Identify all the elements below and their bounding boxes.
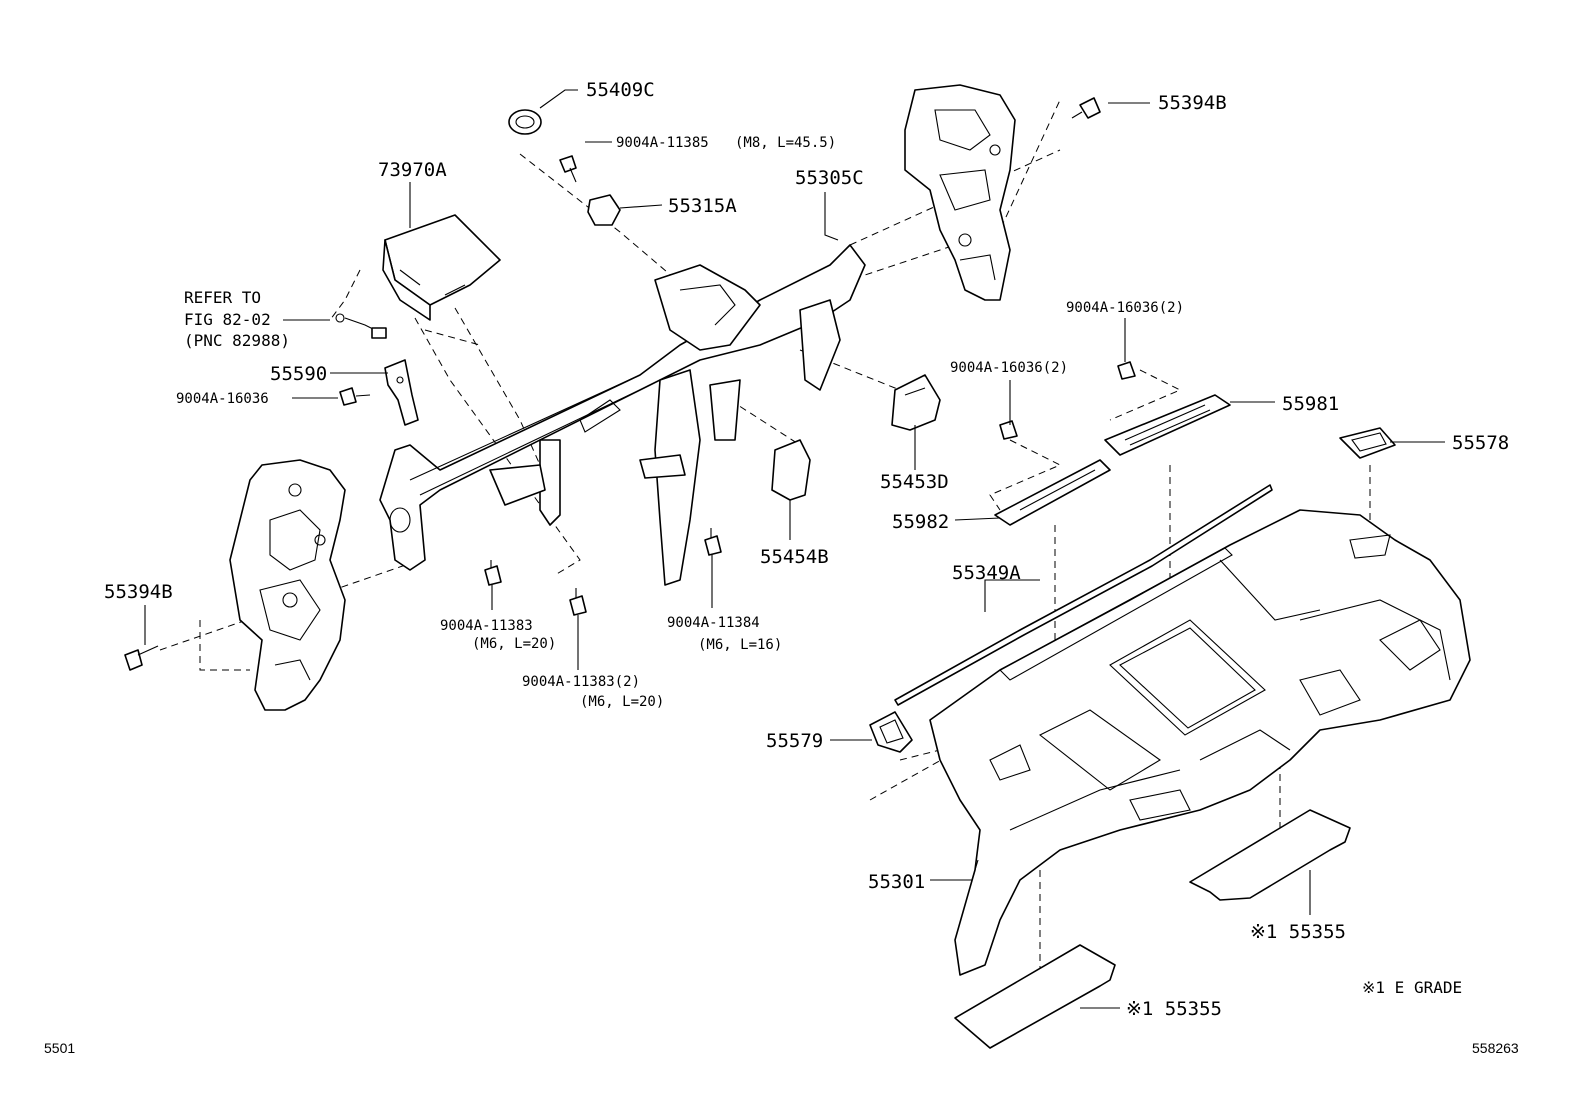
label-55409C: 55409C xyxy=(586,79,655,101)
label-55981: 55981 xyxy=(1282,393,1339,415)
label-55394B-top: 55394B xyxy=(1158,92,1227,114)
label-9004A-11383-2: 9004A-11383(2) xyxy=(522,674,640,690)
bracket-55590 xyxy=(384,359,419,426)
footer-right-code: 558263 xyxy=(1472,1040,1519,1056)
bolts xyxy=(124,97,1136,671)
bracket-55453D xyxy=(891,374,941,431)
label-55355-right: ※1 55355 xyxy=(1250,921,1346,943)
reference-line-2: FIG 82-02 xyxy=(184,310,271,329)
reference-line-3: (PNC 82988) xyxy=(184,331,290,350)
left-side-panel xyxy=(229,459,346,711)
grade-note: ※1 E GRADE xyxy=(1362,978,1462,997)
label-55982: 55982 xyxy=(892,511,949,533)
steering-support-beam xyxy=(379,244,866,586)
grommet-55409C xyxy=(508,109,542,135)
label-55355-bottom: ※1 55355 xyxy=(1126,998,1222,1020)
vent-55981 xyxy=(1104,394,1231,456)
right-side-panel xyxy=(904,84,1016,301)
moulding-55349A xyxy=(894,484,1273,706)
label-55315A: 55315A xyxy=(668,195,737,217)
label-9004A-16036-2-right: 9004A-16036(2) xyxy=(1066,300,1184,316)
bracket-55454B xyxy=(771,439,811,501)
label-73970A: 73970A xyxy=(378,159,447,181)
label-9004A-11384: 9004A-11384 xyxy=(667,615,760,631)
label-9004A-11385: 9004A-11385 xyxy=(616,135,709,151)
label-9004A-11383-spec: (M6, L=20) xyxy=(472,636,556,652)
insulator-bottom xyxy=(954,944,1116,1049)
airbag-assembly xyxy=(335,214,501,339)
clamp-55315A xyxy=(587,194,621,226)
label-55305C: 55305C xyxy=(795,167,864,189)
label-9004A-11385-spec: (M8, L=45.5) xyxy=(735,135,836,151)
label-55301: 55301 xyxy=(868,871,925,893)
reference-line-1: REFER TO xyxy=(184,288,261,307)
label-55578: 55578 xyxy=(1452,432,1509,454)
footer-left-code: 5501 xyxy=(44,1040,75,1056)
label-55349A: 55349A xyxy=(952,562,1021,584)
reference-note: REFER TO FIG 82-02 (PNC 82988) xyxy=(184,288,290,350)
vent-55982 xyxy=(994,459,1111,526)
label-9004A-11383-2-spec: (M6, L=20) xyxy=(580,694,664,710)
label-9004A-16036: 9004A-16036 xyxy=(176,391,269,407)
insulator-right xyxy=(1189,809,1351,901)
vent-55579 xyxy=(869,711,913,753)
label-9004A-11384-spec: (M6, L=16) xyxy=(698,637,782,653)
label-9004A-16036-2-mid: 9004A-16036(2) xyxy=(950,360,1068,376)
label-55394B-left: 55394B xyxy=(104,581,173,603)
label-55579: 55579 xyxy=(766,730,823,752)
part-labels: 55409C 9004A-11385 (M8, L=45.5) 73970A 5… xyxy=(104,79,1509,1020)
label-55453D: 55453D xyxy=(880,471,949,493)
label-55590: 55590 xyxy=(270,363,327,385)
vent-55578 xyxy=(1339,427,1396,459)
leader-lines xyxy=(144,89,1445,1009)
instrument-panel-55301 xyxy=(929,509,1471,976)
label-55454B: 55454B xyxy=(760,546,829,568)
label-9004A-11383: 9004A-11383 xyxy=(440,618,533,634)
